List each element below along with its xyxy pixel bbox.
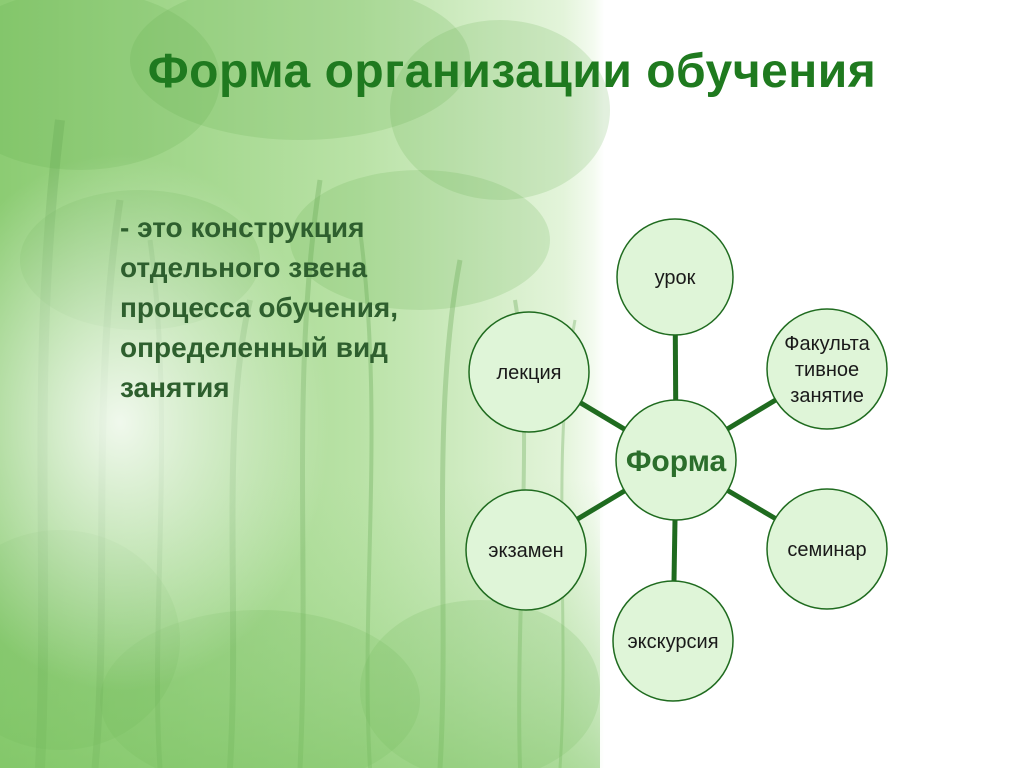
- node-label-ekskursiya: экскурсия: [627, 631, 718, 653]
- node-circle-seminar: [766, 488, 888, 610]
- node-label-seminar: семинар: [787, 539, 866, 561]
- connector-lekciya: [579, 400, 626, 432]
- node-circle-ekzamen: [465, 489, 587, 611]
- node-circle-ekskursiya: [612, 580, 734, 702]
- node-urok: урок: [616, 218, 734, 336]
- node-label-fakultativnoe: Факульта: [784, 333, 870, 355]
- node-ekskursiya: экскурсия: [612, 580, 734, 702]
- slide-title: Форма организации обучения: [147, 45, 877, 98]
- node-seminar: семинар: [766, 488, 888, 610]
- node-circle-urok: [616, 218, 734, 336]
- definition-text: - это конструкция отдельного звена проце…: [120, 208, 480, 408]
- connector-ekzamen: [576, 488, 626, 522]
- node-label-ekzamen: экзамен: [488, 540, 563, 562]
- node-circle-lekciya: [468, 311, 590, 433]
- center-node-circle: [615, 399, 737, 521]
- node-label-fakultativnoe: тивное: [795, 359, 859, 381]
- node-fakultativnoe: Факульта тивное занятие: [766, 308, 888, 430]
- node-label-urok: урок: [655, 267, 696, 289]
- node-label-fakultativnoe: занятие: [790, 385, 864, 407]
- center-node-label: Форма: [626, 445, 727, 478]
- definition-line: занятия: [120, 372, 230, 403]
- node-label-lekciya: лекция: [497, 362, 562, 384]
- definition-line: отдельного звена: [120, 252, 368, 283]
- node-ekzamen: экзамен: [465, 489, 587, 611]
- connectors: [576, 334, 777, 582]
- connector-fakultativnoe: [726, 397, 777, 432]
- definition-line: - это конструкция: [120, 212, 365, 243]
- node-lekciya: лекция: [468, 311, 590, 433]
- definition-line: процесса обучения,: [120, 292, 399, 323]
- connector-ekskursiya: [671, 519, 678, 582]
- center-node: Форма: [615, 399, 737, 521]
- node-circle-fakultativnoe: [766, 308, 888, 430]
- connector-seminar: [726, 488, 777, 521]
- definition-line: определенный вид: [120, 332, 388, 363]
